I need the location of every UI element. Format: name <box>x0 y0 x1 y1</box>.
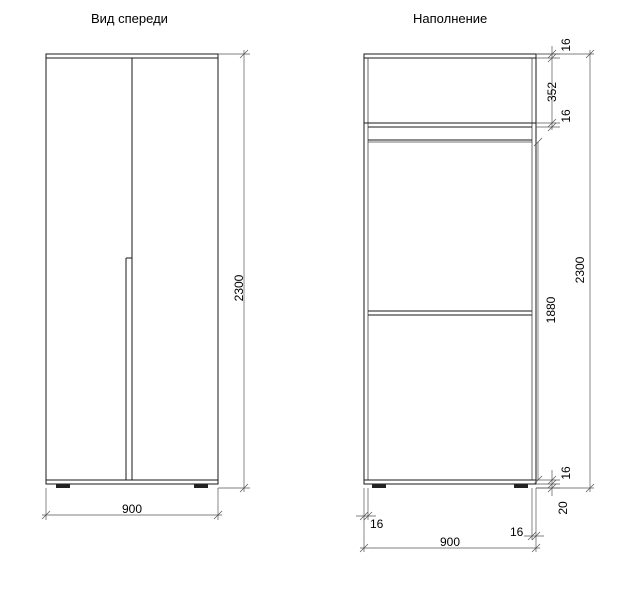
tick <box>547 479 557 489</box>
tick <box>547 118 557 128</box>
fill-view: 1880 16 352 16 16 20 2300 <box>356 38 595 553</box>
fill-top-board <box>363 53 537 59</box>
front-width-label: 900 <box>122 502 142 516</box>
tick <box>547 122 557 132</box>
tick <box>547 475 557 485</box>
fill-view-title: Наполнение <box>413 11 487 26</box>
plinth-label: 20 <box>556 501 570 515</box>
tick <box>585 483 595 493</box>
top-panel-label: 16 <box>559 38 573 52</box>
front-height-label: 2300 <box>232 274 246 301</box>
main-section-label: 1880 <box>544 296 558 323</box>
front-right-foot <box>194 484 208 488</box>
fill-height-label: 2300 <box>573 256 587 283</box>
tick <box>547 53 557 63</box>
left-side-label: 16 <box>370 517 384 531</box>
tick <box>359 543 369 553</box>
tick <box>41 510 51 520</box>
tick <box>531 531 541 541</box>
fill-left-foot <box>372 484 386 488</box>
top-section-label: 352 <box>545 82 559 102</box>
tick <box>239 49 249 59</box>
tick <box>213 510 223 520</box>
tick <box>531 543 541 553</box>
tick <box>533 137 543 147</box>
front-view: 2300 900 <box>41 49 250 520</box>
tick <box>527 531 537 541</box>
fill-body <box>363 57 537 485</box>
right-side-label: 16 <box>510 525 524 539</box>
tick <box>585 49 595 59</box>
shelf-label: 16 <box>559 109 573 123</box>
bottom-panel-label: 16 <box>559 466 573 480</box>
tick <box>363 511 373 521</box>
fill-width-label: 900 <box>440 535 460 549</box>
front-view-title: Вид спереди <box>91 11 168 26</box>
front-top-board <box>45 53 219 59</box>
fill-right-foot <box>514 484 528 488</box>
tick <box>239 483 249 493</box>
tick <box>359 511 369 521</box>
front-left-foot <box>56 484 70 488</box>
